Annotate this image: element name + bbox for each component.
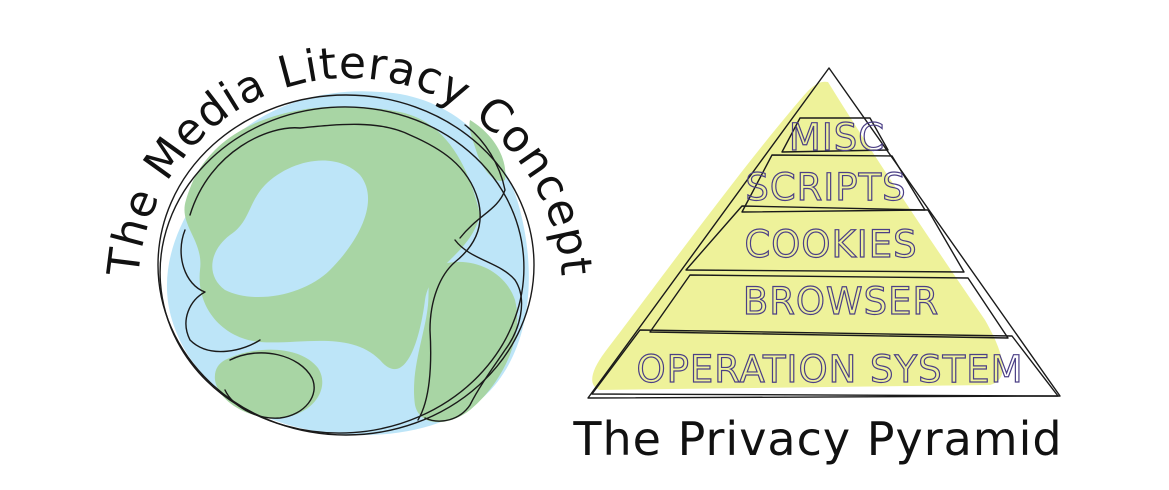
globe-outline-second: [159, 106, 525, 434]
pyramid-layer-label-os: OPERATION SYSTEM: [636, 348, 1023, 391]
pyramid-layer-band-os: [591, 329, 1059, 397]
privacy-pyramid: MISC SCRIPTS COOKIES BROWSER OPERATION S…: [572, 67, 1062, 466]
pyramid-layer-label-misc: MISC: [789, 116, 885, 159]
globe-contour-east: [424, 239, 523, 422]
pyramid-layer-label-cookies: COOKIES: [744, 223, 917, 266]
pyramid-layer-band-cookies: [685, 205, 965, 273]
globe-contour-inner: [180, 229, 261, 353]
globe-outline: [157, 94, 535, 436]
pyramid-fill: [592, 81, 1003, 390]
globe-contour-west: [189, 123, 481, 421]
globe-land-south: [214, 349, 323, 418]
pyramid-layer-band-browser: [649, 274, 1009, 339]
pyramid-layer-band-misc: [781, 117, 889, 153]
globe-illustration: The Media Literacy Concept: [98, 38, 601, 436]
pyramid-outline: [587, 67, 1061, 399]
globe-land-west: [184, 106, 480, 370]
pyramid-layer-label-scripts: SCRIPTS: [745, 166, 906, 209]
globe-contour-north: [459, 124, 506, 239]
globe-land-east: [413, 261, 518, 423]
globe-contour-south: [224, 352, 315, 419]
pyramid-layer-label-browser: BROWSER: [743, 280, 939, 323]
pyramid-title: The Privacy Pyramid: [572, 412, 1062, 466]
